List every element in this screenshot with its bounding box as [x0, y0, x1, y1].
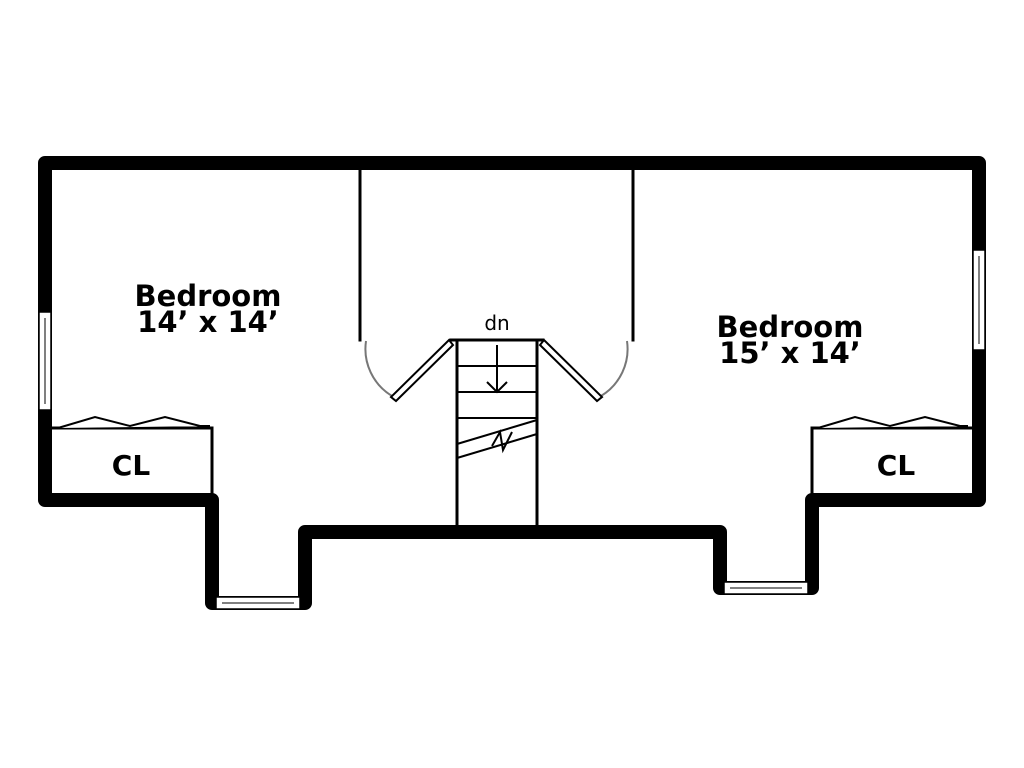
- door-swing-right: [600, 340, 629, 397]
- closet-door-right: [817, 415, 968, 429]
- closet-label-left: CL: [112, 449, 151, 482]
- stairs-down-label: dn: [484, 311, 509, 335]
- room-dimensions-left: 14’ x 14’: [137, 305, 279, 339]
- room-name-left: Bedroom: [135, 279, 282, 313]
- door-leaf-left: [389, 338, 455, 403]
- door-right[interactable]: [538, 338, 629, 403]
- exterior-wall: [38, 156, 986, 610]
- window-bottom-left: [215, 596, 301, 610]
- window-right-wall: [972, 249, 986, 351]
- closet-label-right: CL: [877, 449, 916, 482]
- door-swing-left: [364, 340, 393, 397]
- closet-left: [50, 415, 214, 496]
- window-bottom-right: [723, 581, 809, 595]
- door-leaf-right: [538, 338, 604, 403]
- window-left-wall: [38, 311, 52, 411]
- door-left[interactable]: [364, 338, 455, 403]
- closet-door-left: [57, 415, 210, 429]
- closet-right: [810, 415, 974, 496]
- room-dimensions-right: 15’ x 14’: [719, 336, 861, 370]
- stair-arrow-head: [486, 381, 508, 394]
- room-name-right: Bedroom: [717, 310, 864, 344]
- stair-break-mark: [491, 429, 513, 454]
- stair-treads: [456, 345, 538, 459]
